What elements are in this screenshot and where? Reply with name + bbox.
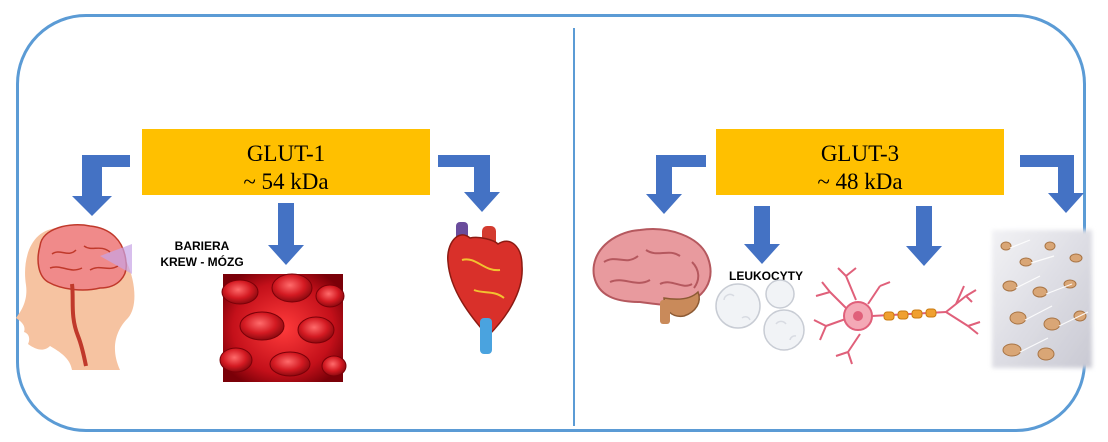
arrow-glut3-to-brain (646, 155, 706, 214)
brain-head-icon (16, 225, 134, 370)
neuron-icon (814, 268, 980, 364)
arrow-glut1-to-brain (72, 155, 130, 216)
arrow-glut1-to-blood (268, 203, 304, 265)
leukocytes-icon (716, 280, 804, 350)
arrow-glut3-to-leukocytes (744, 206, 780, 264)
sperm-cells-image (992, 230, 1092, 368)
heart-icon (448, 222, 522, 354)
arrow-glut3-to-neuron (906, 206, 942, 266)
arrow-glut1-to-heart (438, 155, 500, 212)
brain-icon (594, 229, 711, 324)
red-blood-cells-image (220, 274, 346, 382)
arrow-glut3-to-sperm (1020, 155, 1084, 213)
